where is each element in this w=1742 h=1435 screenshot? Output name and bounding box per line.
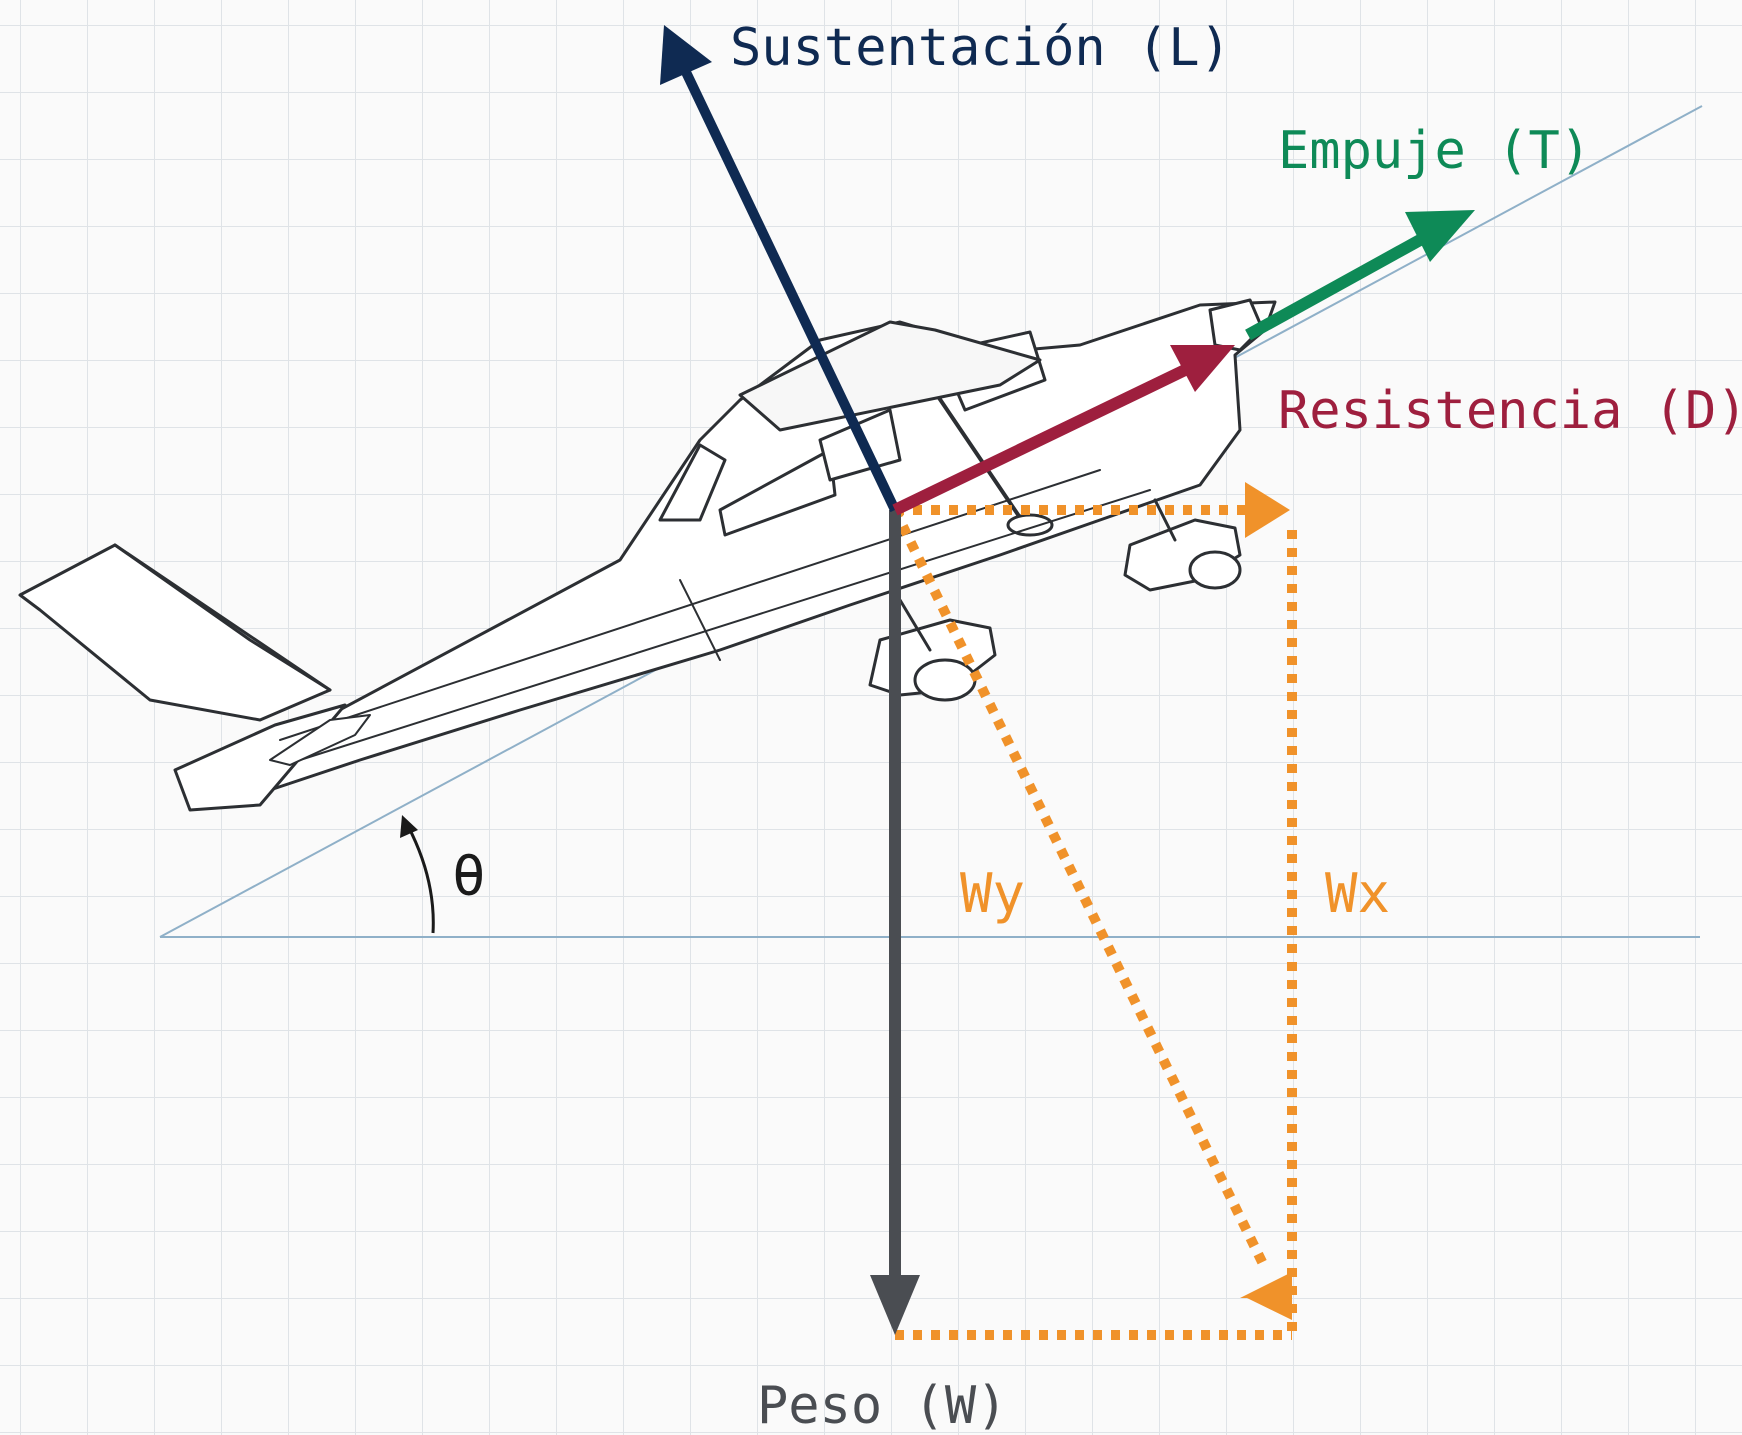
angle-arc-arrowhead	[400, 815, 418, 838]
wy-component-line	[890, 507, 1270, 1271]
weight-arrowhead	[870, 1275, 920, 1335]
lift-arrow-shaft	[680, 67, 900, 513]
weight-label: Peso (W)	[757, 1376, 1007, 1435]
angle-label: θ	[452, 844, 486, 909]
drag-label: Resistencia (D)	[1278, 381, 1742, 441]
lift-label: Sustentación (L)	[730, 18, 1231, 78]
drag-arrow-shaft	[892, 364, 1188, 516]
angle-arc	[406, 825, 435, 934]
wy-arrowhead	[1240, 1272, 1292, 1320]
weight-components	[890, 505, 1297, 1340]
wy-label: Wy	[960, 862, 1025, 925]
drag-arrowhead	[1170, 345, 1235, 392]
thrust-label: Empuje (T)	[1278, 121, 1591, 181]
aircraft-outline	[18, 298, 1277, 812]
lift-arrowhead	[660, 25, 712, 85]
thrust-arrow-shaft	[1245, 234, 1423, 341]
wx-label: Wx	[1325, 862, 1390, 925]
wx-arrowhead	[1245, 482, 1290, 538]
thrust-arrowhead	[1405, 210, 1475, 262]
